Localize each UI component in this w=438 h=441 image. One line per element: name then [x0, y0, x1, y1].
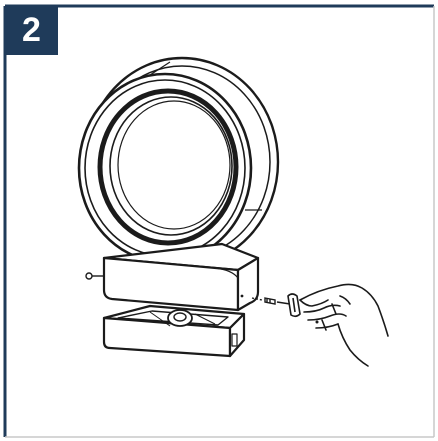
- screwdriver-tool: [276, 293, 301, 318]
- panel-border: [3, 4, 435, 438]
- mounting-tray: [102, 304, 246, 358]
- side-pin: [85, 272, 103, 280]
- lamp-base: [102, 242, 260, 312]
- step-number-badge: 2: [5, 6, 58, 55]
- hand: [299, 283, 389, 367]
- screw: [251, 297, 276, 305]
- ring-lamp-head: [77, 56, 280, 268]
